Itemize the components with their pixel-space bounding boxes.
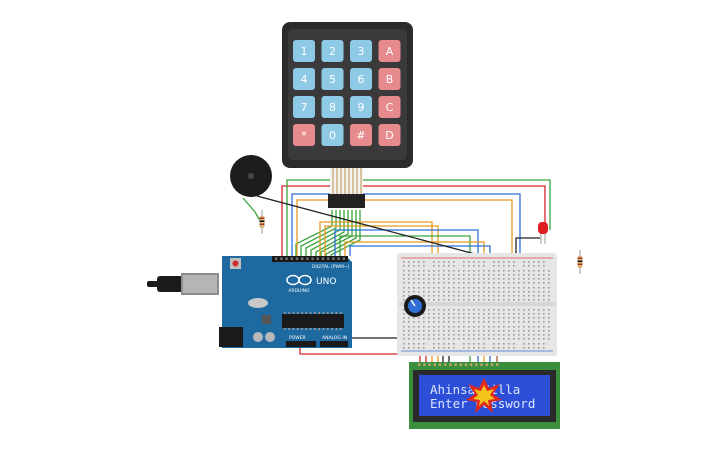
usb-cable: [147, 273, 219, 295]
arduino-uno[interactable]: ARDUINO UNO DIGITAL (PWM~) POWER ANALOG …: [147, 256, 352, 348]
key-label: 8: [329, 101, 336, 114]
wire-orange-top[interactable]: [296, 199, 513, 262]
resistor-loose[interactable]: [577, 250, 583, 274]
lcd-module[interactable]: Ahinsa Silla Enter Password: [409, 362, 560, 429]
analog-label: ANALOG IN: [322, 335, 347, 341]
key-1[interactable]: 1: [293, 40, 315, 62]
key-label: B: [386, 73, 394, 86]
power-label: POWER: [289, 335, 306, 341]
digital-label: DIGITAL (PWM~): [312, 264, 350, 270]
key-9[interactable]: 9: [350, 96, 372, 118]
key-a[interactable]: A: [378, 40, 401, 62]
wire-keypad-6[interactable]: [320, 210, 353, 258]
key-label: A: [386, 45, 394, 58]
wire-keypad-2[interactable]: [300, 210, 337, 258]
wire-red-top[interactable]: [281, 185, 546, 256]
wire-black-buzzer[interactable]: [256, 195, 506, 263]
key-label: 3: [358, 45, 365, 58]
key-label: 5: [329, 73, 336, 86]
keypad-keys: 1 2 3 A 4 5 6 B 7 8 9 C * 0 # D: [293, 40, 401, 146]
key-label: 0: [329, 129, 336, 142]
power-header[interactable]: [286, 341, 316, 347]
wire-keypad-4[interactable]: [310, 210, 345, 258]
wire-green-buzzer[interactable]: [242, 197, 263, 225]
key-label: C: [386, 101, 394, 114]
keypad-connector[interactable]: [328, 194, 365, 208]
key-7[interactable]: 7: [293, 96, 315, 118]
atmega-chip: [282, 314, 344, 328]
wire-keypad-1[interactable]: [295, 210, 333, 258]
analog-header[interactable]: [320, 341, 348, 347]
arduino-model: UNO: [316, 277, 336, 287]
key-star[interactable]: *: [293, 124, 315, 146]
potentiometer[interactable]: [404, 295, 426, 317]
key-8[interactable]: 8: [321, 96, 344, 118]
digital-header[interactable]: [272, 256, 348, 262]
key-6[interactable]: 6: [350, 68, 372, 90]
key-hash[interactable]: #: [350, 124, 372, 146]
key-d[interactable]: D: [378, 124, 401, 146]
keypad[interactable]: 1 2 3 A 4 5 6 B 7 8 9 C * 0 # D: [282, 22, 413, 208]
wire-blue-top[interactable]: [291, 193, 521, 260]
key-0[interactable]: 0: [321, 124, 344, 146]
key-3[interactable]: 3: [350, 40, 372, 62]
error-burst-icon: [466, 378, 502, 413]
key-label: 1: [301, 45, 308, 58]
key-label: *: [301, 129, 307, 142]
key-label: 6: [358, 73, 365, 86]
resistor-buzzer[interactable]: [259, 210, 265, 234]
wire-green-top[interactable]: [286, 179, 551, 256]
wire-keypad-3[interactable]: [305, 210, 341, 258]
key-b[interactable]: B: [378, 68, 401, 90]
key-label: 2: [329, 45, 336, 58]
key-label: 4: [301, 73, 308, 86]
buzzer[interactable]: [230, 155, 272, 197]
key-label: #: [356, 129, 365, 142]
key-5[interactable]: 5: [321, 68, 344, 90]
arduino-logo: ARDUINO: [286, 274, 312, 294]
key-label: 9: [358, 101, 365, 114]
keypad-bezel: [288, 29, 407, 160]
key-4[interactable]: 4: [293, 68, 315, 90]
led[interactable]: [538, 222, 548, 244]
key-2[interactable]: 2: [321, 40, 344, 62]
breadboard[interactable]: [397, 253, 557, 356]
key-c[interactable]: C: [378, 96, 401, 118]
key-label: D: [385, 129, 393, 142]
key-label: 7: [301, 101, 308, 114]
keypad-ribbon: [328, 168, 365, 208]
arduino-brand: ARDUINO: [288, 288, 310, 294]
